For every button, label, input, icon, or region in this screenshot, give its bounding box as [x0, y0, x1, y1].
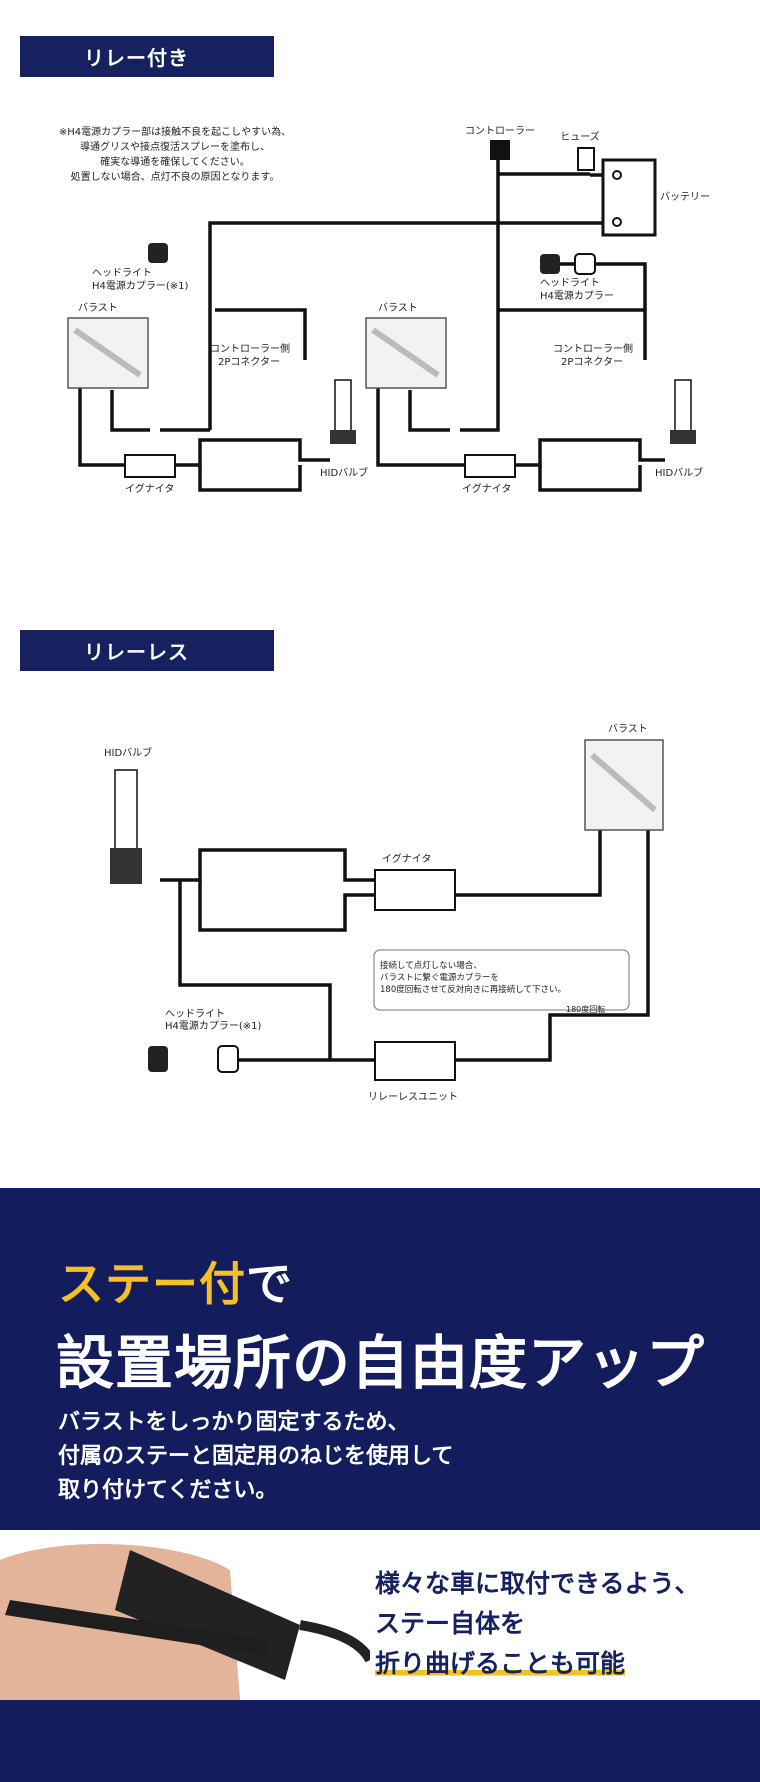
h4-coupler-left-icon: ヘッドライト H4電源カプラー(※1) [92, 243, 189, 292]
svg-text:バラスト: バラスト [608, 723, 648, 735]
controller-icon: コントローラー [465, 125, 535, 160]
relayless-wiring-diagram: HIDバルブ バラスト イグナイタ 接続して点灯しない場合、 バラストに繋ぐ電源… [104, 723, 664, 1103]
ballast-right-icon: バラスト [365, 302, 447, 389]
svg-text:H4電源カプラー(※1): H4電源カプラー(※1) [92, 279, 189, 292]
svg-text:ヘッドライト: ヘッドライト [165, 1008, 225, 1020]
svg-text:ヘッドライト: ヘッドライト [92, 267, 152, 279]
igniter-right-icon: イグナイタ [462, 454, 516, 495]
svg-text:2Pコネクター: 2Pコネクター [218, 356, 280, 368]
section-title: リレー付き [84, 46, 189, 70]
battery-icon: バッテリー [612, 170, 710, 227]
svg-text:バラスト: バラスト [378, 302, 418, 314]
svg-text:HIDバルブ: HIDバルブ [655, 466, 703, 479]
svg-text:コントローラー: コントローラー [465, 125, 535, 137]
rotation-note: 接続して点灯しない場合、 バラストに繋ぐ電源カプラーを 180度回転させて反対向… [373, 949, 630, 1014]
svg-text:イグナイタ: イグナイタ [462, 482, 511, 495]
svg-text:コントローラー側: コントローラー側 [553, 342, 633, 355]
svg-text:処置しない場合、点灯不良の原因となります。: 処置しない場合、点灯不良の原因となります。 [71, 170, 280, 183]
promo-heading-line2: 設置場所の自由度アップ [56, 1329, 706, 1397]
hid-bulb-right-icon: HIDバルブ [655, 379, 703, 479]
svg-text:接続して点灯しない場合、: 接続して点灯しない場合、 [380, 960, 482, 971]
section-title: リレーレス [84, 640, 189, 664]
igniter-icon: イグナイタ [374, 852, 456, 911]
hand-holding-bracket-photo [0, 1543, 370, 1700]
h4-coupler-right-icon: ヘッドライト H4電源カプラー [540, 253, 614, 302]
contact-note: ※H4電源カプラー部は接触不良を起こしやすい為、 導通グリスや接点復活スプレーを… [59, 125, 291, 183]
svg-text:導通グリスや接点復活スプレーを塗布し、: 導通グリスや接点復活スプレーを塗布し、 [80, 140, 270, 153]
svg-text:180度回転: 180度回転 [566, 1004, 605, 1014]
stay-promo-banner: ステー付で 設置場所の自由度アップ バラストをしっかり固定するため、 付属のステ… [0, 1188, 760, 1782]
svg-text:コントローラー側: コントローラー側 [210, 342, 290, 355]
hid-bulb-icon: HIDバルブ [104, 746, 152, 884]
svg-text:リレーレスユニット: リレーレスユニット [368, 1092, 458, 1103]
promo-body-text: バラストをしっかり固定するため、 付属のステーと固定用のねじを使用して 取り付け… [58, 1410, 454, 1503]
svg-text:ヒューズ: ヒューズ [560, 130, 600, 143]
svg-text:※H4電源カプラー部は接触不良を起こしやすい為、: ※H4電源カプラー部は接触不良を起こしやすい為、 [59, 125, 291, 138]
svg-text:バラストに繋ぐ電源カプラーを: バラストに繋ぐ電源カプラーを [380, 972, 499, 983]
svg-text:180度回転させて反対向きに再接続して下さい。: 180度回転させて反対向きに再接続して下さい。 [380, 984, 566, 995]
relay-wiring-diagram: ※H4電源カプラー部は接触不良を起こしやすい為、 導通グリスや接点復活スプレーを… [59, 125, 710, 495]
svg-text:バッテリー: バッテリー [660, 191, 710, 203]
relayless-unit-icon: リレーレスユニット [368, 1041, 458, 1103]
svg-text:イグナイタ: イグナイタ [382, 852, 431, 865]
svg-text:HIDバルブ: HIDバルブ [104, 746, 152, 759]
h4-coupler-icon: ヘッドライト H4電源カプラー(※1) [148, 1008, 262, 1073]
svg-text:2Pコネクター: 2Pコネクター [561, 356, 623, 368]
svg-text:確実な導通を確保してください。: 確実な導通を確保してください。 [100, 155, 249, 168]
fuse-icon: ヒューズ [560, 130, 600, 171]
hid-bulb-left-icon: HIDバルブ [320, 379, 368, 479]
svg-text:バラスト: バラスト [78, 302, 118, 314]
svg-text:H4電源カプラー: H4電源カプラー [540, 289, 614, 302]
igniter-left-icon: イグナイタ [124, 454, 176, 495]
product-photo-strip [0, 1530, 760, 1700]
ballast-left-icon: バラスト [67, 302, 149, 389]
section-header-relayless: リレーレス [20, 630, 274, 671]
section-header-relay: リレー付き [20, 36, 274, 77]
svg-text:ヘッドライト: ヘッドライト [540, 277, 600, 289]
promo-heading-line1: ステー付で [58, 1257, 293, 1311]
svg-text:H4電源カプラー(※1): H4電源カプラー(※1) [165, 1019, 262, 1032]
svg-text:イグナイタ: イグナイタ [125, 482, 174, 495]
ballast-icon: バラスト [584, 723, 664, 831]
svg-text:HIDバルブ: HIDバルブ [320, 466, 368, 479]
promo-callout: 様々な車に取付できるよう、 ステー自体を 折り曲げることも可能 [375, 1569, 700, 1678]
